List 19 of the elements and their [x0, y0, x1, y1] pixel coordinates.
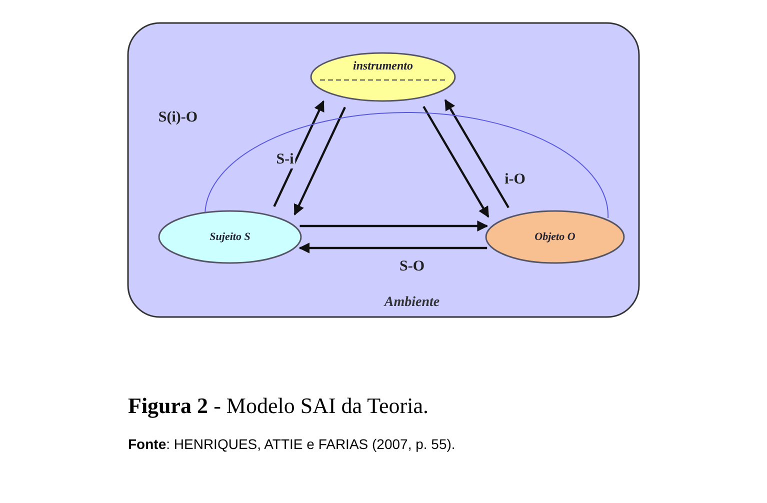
environment-panel: [127, 22, 640, 318]
instrument-ellipse: [310, 52, 456, 102]
arrow: [273, 100, 324, 207]
connector-line: [204, 112, 608, 218]
edge-label: S-i: [275, 152, 295, 168]
node-label: instrumento: [352, 58, 414, 74]
node-label: Ambiente: [384, 295, 440, 311]
arrow: [422, 106, 490, 218]
source-note: Fonte: HENRIQUES, ATTIE e FARIAS (2007, p. 55).: [128, 436, 456, 452]
subject-ellipse: [158, 210, 302, 264]
node-label: Objeto O: [534, 231, 576, 243]
object-ellipse: [485, 210, 625, 264]
node-label: Sujeito S: [210, 231, 250, 243]
figure-caption: Figura 2 - Modelo SAI da Teoria.: [128, 393, 429, 419]
arrow: [444, 99, 510, 208]
arrow: [294, 106, 346, 216]
edge-label: S(i)-O: [157, 110, 199, 126]
arrow: [300, 220, 488, 232]
arrow: [298, 242, 488, 254]
